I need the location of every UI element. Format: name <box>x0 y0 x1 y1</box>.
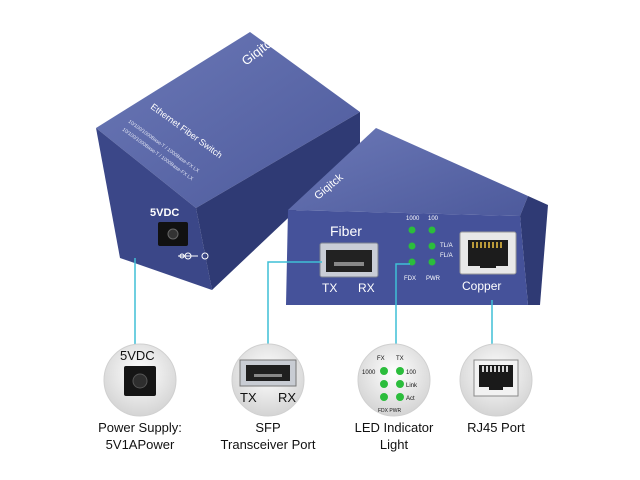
device-front-top-face <box>288 128 528 216</box>
callout-sfp-tx-label: TX <box>240 390 257 405</box>
caption-power-line-2: 5V1APower <box>105 437 175 452</box>
callout-rj45-clip <box>489 384 503 390</box>
caption-sfp: SFP Transceiver Port <box>198 419 338 453</box>
callout-rj45-pins <box>482 366 508 372</box>
callout-led-2 <box>396 367 404 375</box>
device-back-side-face <box>196 112 360 290</box>
fiber-label: Fiber <box>330 223 362 239</box>
callout-rj45 <box>459 343 533 417</box>
callout-led-1 <box>380 367 388 375</box>
power-jack-pin <box>167 228 179 240</box>
device-back-power-label: 5VDC <box>150 207 179 219</box>
led-label-tla: TL/A <box>440 243 453 249</box>
led-fdx <box>408 258 416 266</box>
caption-sfp-line-1: SFP <box>255 420 281 435</box>
device-back-top-face <box>96 32 360 208</box>
callout-power-label: 5VDC <box>120 348 155 363</box>
callout-led-bottom-label: FDX PWR <box>378 408 401 414</box>
device-back-end-face <box>96 128 212 290</box>
caption-power-line-1: Power Supply: <box>98 420 182 435</box>
callout-led: FX TX 1000 100 Link Act FDX PWR <box>357 343 431 417</box>
callout-sfp-latch <box>254 374 282 377</box>
led-label-fdx: FDX <box>404 276 416 282</box>
led-1000 <box>408 226 416 234</box>
sfp-port-opening <box>326 250 372 272</box>
device-back: Giqitck Ethernet Fiber Switch 10/100/100… <box>96 32 360 290</box>
callout-lines <box>134 258 493 346</box>
tx-label: TX <box>322 281 337 295</box>
caption-led-line-1: LED Indicator <box>354 420 434 435</box>
callout-led-3 <box>380 380 388 388</box>
led-label-fla: FL/A <box>440 253 453 259</box>
rx-label: RX <box>358 281 375 295</box>
callout-led-4 <box>396 380 404 388</box>
callout-led-act-label: Act <box>406 396 415 402</box>
callout-led-1000-label: 1000 <box>362 370 376 376</box>
callout-led-6 <box>396 393 404 401</box>
led-tla <box>408 242 416 250</box>
callout-led-link-label: Link <box>406 383 418 389</box>
led-fla <box>428 242 436 250</box>
polarity-icon <box>178 252 209 260</box>
device-front-side-face <box>520 196 548 305</box>
device-front: Giqitck Ethernet Fiber Switch Fiber TX R… <box>286 128 548 305</box>
led-pwr <box>428 258 436 266</box>
callout-line-led <box>395 263 410 346</box>
caption-led: LED Indicator Light <box>324 419 464 453</box>
caption-rj45-line-1: RJ45 Port <box>467 420 525 435</box>
callout-line-sfp <box>267 261 322 346</box>
led-label-100: 100 <box>428 216 439 222</box>
callout-sfp-rx-label: RX <box>278 390 296 405</box>
callout-led-circle <box>357 343 431 417</box>
callout-led-5 <box>380 393 388 401</box>
callout-led-100-label: 100 <box>406 370 417 376</box>
callout-led-tx-label: TX <box>396 356 404 362</box>
callout-power: 5VDC <box>103 343 177 417</box>
copper-label: Copper <box>462 279 501 293</box>
led-label-1000: 1000 <box>406 216 420 222</box>
rj45-port-pins <box>472 242 502 248</box>
callout-led-fx-label: FX <box>377 356 385 362</box>
caption-sfp-line-2: Transceiver Port <box>220 437 316 452</box>
caption-rj45: RJ45 Port <box>426 419 566 436</box>
caption-power: Power Supply: 5V1APower <box>70 419 210 453</box>
callout-sfp: TX RX <box>231 343 305 417</box>
sfp-port-latch <box>334 262 364 266</box>
caption-led-line-2: Light <box>379 437 409 452</box>
callout-power-jack-pin <box>132 373 148 389</box>
led-100 <box>428 226 436 234</box>
rj45-port-clip <box>480 262 496 268</box>
callout-sfp-opening <box>246 365 290 381</box>
led-label-pwr: PWR <box>426 276 441 282</box>
